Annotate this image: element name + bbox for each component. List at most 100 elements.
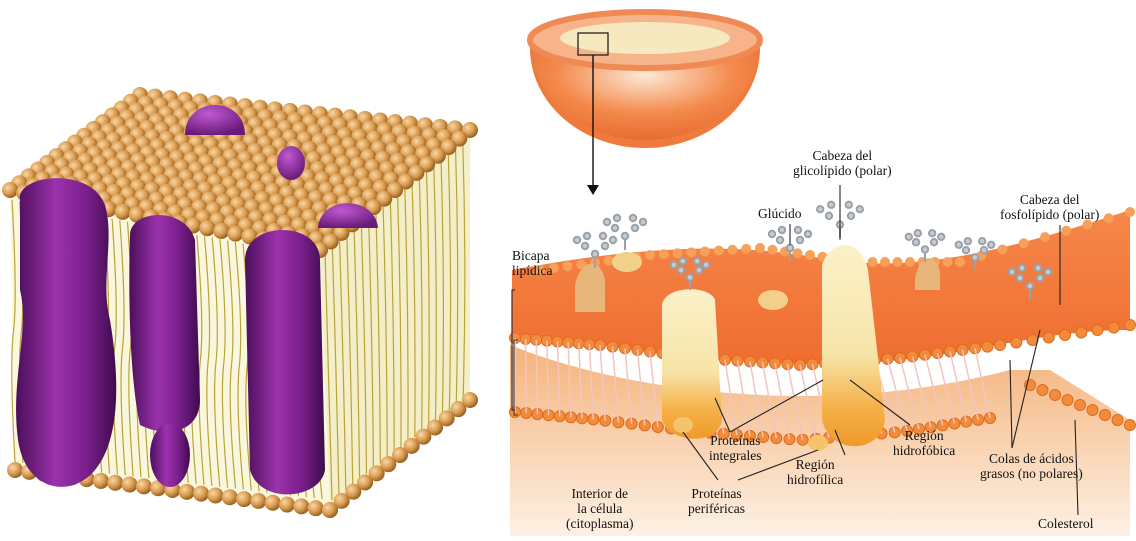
- label-cell-interior: Interior de la célula (citoplasma): [566, 486, 633, 531]
- lipid-head: [308, 500, 324, 516]
- phospholipid-head: [700, 247, 710, 257]
- phospholipid-head: [768, 245, 778, 255]
- glycan-bead: [582, 243, 588, 249]
- phospholipid-head: [1108, 322, 1119, 333]
- label-phospholipid-head: Cabeza del fosfolípido (polar): [1000, 192, 1099, 222]
- phospholipid-head: [1104, 213, 1114, 223]
- glycan-bead: [795, 227, 801, 233]
- phospholipid-head: [1062, 395, 1073, 406]
- glycan-bead: [938, 234, 944, 240]
- lipid-head: [462, 392, 478, 408]
- phospholipid-head: [995, 340, 1006, 351]
- glycan-bead: [1017, 275, 1023, 281]
- label-bilayer: Bicapa lipídica: [512, 248, 553, 278]
- phospholipid-head: [1112, 415, 1123, 426]
- glycan-bead: [915, 230, 921, 236]
- phospholipid-head: [1040, 232, 1050, 242]
- lipid-head: [207, 487, 223, 503]
- glycan-bead: [979, 238, 985, 244]
- glycan-bead: [632, 225, 638, 231]
- phospholipid-head: [1100, 410, 1111, 421]
- glycan-bead: [1045, 269, 1051, 275]
- phospholipid-head: [1092, 325, 1103, 336]
- phospholipid-head: [645, 250, 655, 260]
- glycan-bead: [1019, 265, 1025, 271]
- phospholipid-head: [793, 248, 803, 258]
- glycan-bead: [622, 233, 628, 239]
- glycan-bead: [602, 243, 608, 249]
- glycan-bead: [678, 267, 684, 273]
- phospholipid-head: [1060, 330, 1071, 341]
- glycan-bead: [640, 219, 646, 225]
- glycan-bead: [610, 237, 616, 243]
- glycan-bead: [614, 215, 620, 221]
- lipid-head: [265, 495, 281, 511]
- phospholipid-head: [659, 249, 669, 259]
- glycan-bead: [826, 213, 832, 219]
- lipid-head: [107, 475, 123, 491]
- glycan-bead: [913, 239, 919, 245]
- phospholipid-head: [1011, 337, 1022, 348]
- glycan-bead: [592, 251, 598, 257]
- phospholipid-head: [1019, 238, 1029, 248]
- peripheral-protein: [277, 146, 305, 180]
- lipid-head: [7, 462, 23, 478]
- phospholipid-head: [714, 246, 724, 256]
- phospholipid-head: [1076, 327, 1087, 338]
- lipid-head: [222, 489, 238, 505]
- lipid-head: [193, 486, 209, 502]
- phospholipid-head: [1037, 385, 1048, 396]
- glycan-bead: [1027, 283, 1033, 289]
- integral-protein: [245, 230, 325, 494]
- glycan-bead: [630, 215, 636, 221]
- phospholipid-head: [868, 257, 878, 267]
- phospholipid-head: [686, 247, 696, 257]
- surface-protein: [612, 252, 642, 272]
- glycan-bead: [797, 237, 803, 243]
- lipid-head: [2, 182, 18, 198]
- lipid-head: [179, 484, 195, 500]
- glycan-bead: [963, 247, 969, 253]
- glycan-bead: [600, 233, 606, 239]
- glycan-bead: [779, 227, 785, 233]
- lipid-bilayer-3d-model: [2, 87, 478, 518]
- label-glycolipid-head: Cabeza del glicolípido (polar): [793, 148, 892, 178]
- phospholipid-head: [1125, 420, 1136, 431]
- glycan-bead: [805, 231, 811, 237]
- phospholipid-tail: [526, 339, 527, 413]
- phospholipid-head: [1125, 320, 1136, 331]
- lipid-head: [115, 204, 131, 220]
- phospholipid-head: [728, 245, 738, 255]
- lipid-head: [293, 498, 309, 514]
- cell-hemisphere-inset: [530, 12, 760, 195]
- label-cholesterol: Colesterol: [1038, 516, 1094, 531]
- glycan-bead: [1035, 265, 1041, 271]
- phospholipid-head: [1125, 207, 1135, 217]
- label-hydrophobic-region: Región hidrofóbica: [893, 428, 955, 458]
- phospholipid-head: [741, 244, 751, 254]
- phospholipid-head: [673, 248, 683, 258]
- integral-protein: [16, 178, 116, 487]
- glycan-bead: [680, 258, 686, 264]
- integral-protein-lower: [150, 423, 190, 487]
- glycan-bead: [828, 202, 834, 208]
- label-peripheral-proteins: Proteínas periféricas: [688, 486, 745, 516]
- label-fatty-acid-tails: Colas de ácidos grasos (no polares): [980, 451, 1083, 481]
- glycan-bead: [906, 234, 912, 240]
- glycan-bead: [694, 258, 700, 264]
- glycan-bead: [574, 237, 580, 243]
- phospholipid-head: [905, 257, 915, 267]
- glycan-bead: [612, 225, 618, 231]
- phospholipid-head: [943, 257, 953, 267]
- phospholipid-head: [1043, 332, 1054, 343]
- phospholipid-head: [1061, 226, 1071, 236]
- lipid-head: [279, 497, 295, 513]
- lipid-head: [227, 226, 243, 242]
- lipid-head: [93, 473, 109, 489]
- glycan-bead: [769, 231, 775, 237]
- phospholipid-head: [880, 257, 890, 267]
- glycan-bead: [787, 245, 793, 251]
- glycan-bead: [696, 267, 702, 273]
- phospholipid-head: [1087, 405, 1098, 416]
